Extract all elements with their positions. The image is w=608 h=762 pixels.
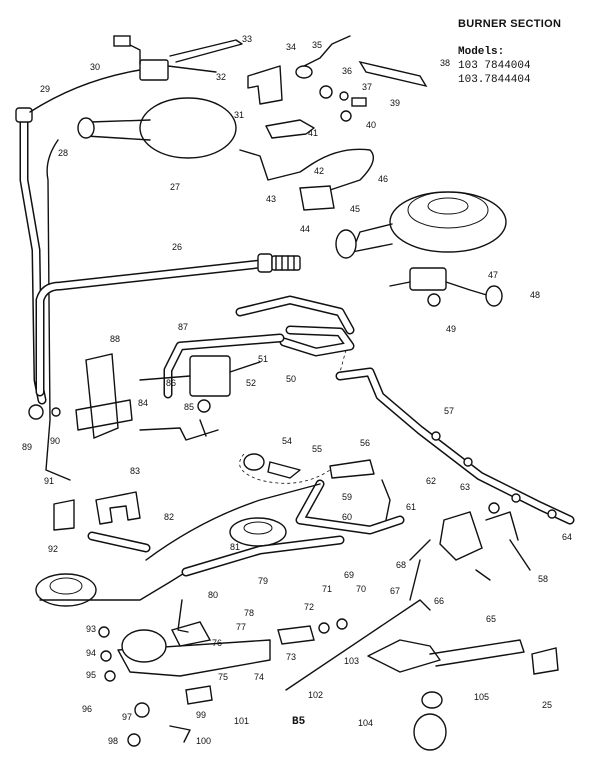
callout-label: 30 [90,62,100,72]
callout-label: 74 [254,672,264,682]
callout-label: 29 [40,84,50,94]
callout-label: 73 [286,652,296,662]
callout-label: 76 [212,638,222,648]
callout-label: 50 [286,374,296,384]
callout-label: 38 [440,58,450,68]
callout-label: 57 [444,406,454,416]
callout-label: 51 [258,354,268,364]
callout-label: 67 [390,586,400,596]
callout-label: 86 [166,378,176,388]
callout-label: 80 [208,590,218,600]
callout-label: 45 [350,204,360,214]
callout-label: 88 [110,334,120,344]
callout-label: 68 [396,560,406,570]
manifold-tubes [163,295,355,399]
orifice-parts [239,453,375,484]
callout-label: 44 [300,224,310,234]
models-label: Models: [458,46,505,58]
callout-label: 47 [488,270,498,280]
callout-label: 28 [58,148,68,158]
callout-label: 25 [542,700,552,710]
callout-label: 93 [86,624,96,634]
callout-label: 104 [358,718,373,728]
callout-label: 41 [308,128,318,138]
callout-label: 48 [530,290,540,300]
callout-label: 94 [86,648,96,658]
callout-label: 77 [236,622,246,632]
callout-label: 55 [312,444,322,454]
callout-label: 56 [360,438,370,448]
callout-label: 64 [562,532,572,542]
upper-bracket-parts [239,35,428,211]
callout-label: 62 [426,476,436,486]
callout-label: 105 [474,692,489,702]
model-number: 103 7844004 [458,60,531,72]
top-burner-assembly [335,191,507,307]
callout-label: 35 [312,40,322,50]
callout-label: 39 [390,98,400,108]
callout-label: 65 [486,614,496,624]
callout-label: 40 [366,120,376,130]
callout-label: 103 [344,656,359,666]
callout-label: 34 [286,42,296,52]
callout-label: 91 [44,476,54,486]
callout-label: 87 [178,322,188,332]
callout-label: 33 [242,34,252,44]
page-code: B5 [292,716,306,728]
callout-label: 70 [356,584,366,594]
callout-label: 96 [82,704,92,714]
callout-label: 75 [218,672,228,682]
callout-label: 36 [342,66,352,76]
lower-burner-assembly [35,483,559,751]
callout-label: 71 [322,584,332,594]
callout-label: 59 [342,492,352,502]
callout-label: 43 [266,194,276,204]
callout-label: 82 [164,512,174,522]
callout-label: 92 [48,544,58,554]
callout-label: 90 [50,436,60,446]
callout-label: 52 [246,378,256,388]
callout-label: 83 [130,466,140,476]
broiler-burner-assembly [15,35,243,481]
callout-label: 99 [196,710,206,720]
callout-label: 27 [170,182,180,192]
callout-label: 42 [314,166,324,176]
gas-tube-assembly [35,253,301,397]
callout-label: 46 [378,174,388,184]
callout-label: 101 [234,716,249,726]
callout-label: 49 [446,324,456,334]
valve-cluster [295,479,531,601]
model-number: 103.7844404 [458,74,531,86]
callout-label: 97 [122,712,132,722]
callout-label: 85 [184,402,194,412]
callout-label: 58 [538,574,548,584]
callout-label: 54 [282,436,292,446]
callout-label: 84 [138,398,148,408]
callout-label: 60 [342,512,352,522]
callout-label: 69 [344,570,354,580]
callout-label: 72 [304,602,314,612]
callout-label: 79 [258,576,268,586]
callout-label: 66 [434,596,444,606]
callout-label: 78 [244,608,254,618]
regulator-assembly [139,355,261,441]
callout-label: 98 [108,736,118,746]
valve-bracket [28,353,133,440]
callout-label: 100 [196,736,211,746]
callout-label: 95 [86,670,96,680]
callout-label: 32 [216,72,226,82]
callout-label: 89 [22,442,32,452]
callout-label: 37 [362,82,372,92]
right-manifold-tube [335,367,575,525]
callout-label: 31 [234,110,244,120]
callouts: 26 27 28 29 30 31 32 33 34 35 36 37 38 3… [22,34,572,746]
callout-label: 26 [172,242,182,252]
callout-label: 61 [406,502,416,512]
callout-label: 81 [230,542,240,552]
section-title: BURNER SECTION [458,18,562,30]
callout-label: 63 [460,482,470,492]
callout-label: 102 [308,690,323,700]
